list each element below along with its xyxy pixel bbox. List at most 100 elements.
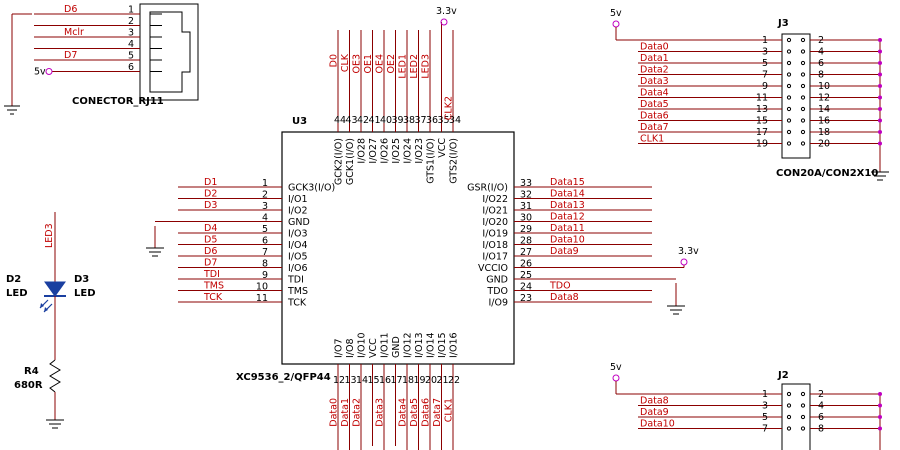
u3-pin-number: 24 bbox=[520, 282, 532, 293]
u3-net-label: CLK bbox=[340, 53, 351, 72]
u3-pin-number: 27 bbox=[520, 247, 532, 258]
u3-net-label: D0 bbox=[329, 54, 340, 67]
j3-pin-number: 16 bbox=[818, 116, 830, 127]
u3-pin-name: I/O27 bbox=[368, 138, 379, 164]
j3-pin-number: 4 bbox=[818, 47, 824, 58]
rj11-net-label: D7 bbox=[64, 50, 77, 61]
u3-net-label: D4 bbox=[204, 223, 217, 234]
j3-pin-number: 13 bbox=[756, 104, 768, 115]
rj11-jack-outline bbox=[149, 11, 191, 93]
u3-net-label: Data5 bbox=[409, 398, 420, 427]
u3-pin-name: TDI bbox=[287, 275, 304, 286]
u3-pin-name: I/O19 bbox=[482, 229, 508, 240]
u3-pin-number: 16 bbox=[379, 375, 391, 386]
j3-net-label: Data7 bbox=[640, 122, 669, 133]
u3-pin-number: 36 bbox=[426, 115, 438, 126]
u3-pin-name: GND bbox=[486, 275, 508, 286]
u3-pin-name: I/O25 bbox=[391, 138, 402, 164]
j2-pin-number: 1 bbox=[762, 389, 768, 400]
u3-pin-name: GCK2(I/O) bbox=[334, 138, 345, 185]
u3-pin-number: 18 bbox=[402, 375, 414, 386]
u3-pin-number: 37 bbox=[415, 115, 427, 126]
u3-net-label: LED2 bbox=[409, 54, 420, 79]
u3-pin-name: GCK3(I/O) bbox=[288, 183, 335, 194]
u3-net-label: Data9 bbox=[550, 246, 579, 257]
ground-symbol-u3-left bbox=[146, 226, 164, 257]
u3-pin-name: I/O22 bbox=[482, 194, 508, 205]
u3-pin-number: 1 bbox=[262, 178, 268, 189]
u3-pin-name: I/O14 bbox=[426, 332, 437, 358]
rj11-label: CONECTOR_RJ11 bbox=[72, 96, 164, 107]
u3-pin-name: I/O11 bbox=[380, 332, 391, 358]
u3-pin-name: VCC bbox=[368, 338, 379, 358]
led-circuit: LED3 D2 LED D3 LED R4 680R bbox=[6, 212, 96, 429]
u3-pin-number: 19 bbox=[414, 375, 426, 386]
j2-pin-number: 2 bbox=[818, 389, 824, 400]
u3-pin-number: 30 bbox=[520, 213, 532, 224]
j3-net-label: Data0 bbox=[640, 42, 669, 53]
u3-net-label: OE4 bbox=[375, 54, 386, 74]
j2-power-label: 5v bbox=[610, 362, 622, 373]
u3-pin-number: 5 bbox=[262, 224, 268, 235]
u3-pin-name: I/O26 bbox=[380, 138, 391, 164]
u3-pin-name: GCK1(I/O) bbox=[345, 138, 356, 185]
j3-net-label: Data1 bbox=[640, 53, 669, 64]
u3-net-label: OE3 bbox=[352, 54, 363, 74]
led-d3-ref: D3 bbox=[74, 274, 89, 285]
u3-net-label: Data3 bbox=[375, 398, 386, 427]
j3-pin-number: 20 bbox=[818, 139, 830, 150]
j3-net-label: Data4 bbox=[640, 88, 669, 99]
u3-pin-number: 38 bbox=[403, 115, 415, 126]
u3-body bbox=[281, 131, 515, 365]
vcc-right-label: 3.3v bbox=[678, 246, 699, 257]
j2-body bbox=[781, 383, 811, 450]
u3-pin-number: 9 bbox=[262, 270, 268, 281]
u3-net-label: Data4 bbox=[398, 398, 409, 427]
rj11-pin-1: 1D6 bbox=[34, 4, 162, 16]
j2-net-label: Data9 bbox=[640, 407, 669, 418]
u3-pin-name: I/O15 bbox=[437, 332, 448, 358]
u3-net-label: LED3 bbox=[421, 54, 432, 79]
rj11-pin-number: 5 bbox=[128, 51, 134, 62]
u3-pin-number: 7 bbox=[262, 247, 268, 258]
u3-pin-number: 6 bbox=[262, 236, 268, 247]
u3-pin-number: 41 bbox=[369, 115, 381, 126]
u3-pin-name: I/O9 bbox=[488, 298, 508, 309]
j2-pin-number: 8 bbox=[818, 424, 824, 435]
j2-pin-number: 7 bbox=[762, 424, 768, 435]
u3-pin-name: GSR(I/O) bbox=[467, 183, 508, 194]
u3-pin-name: VCC bbox=[437, 138, 448, 158]
u3-pin-number: 43 bbox=[346, 115, 358, 126]
u3-pin-number: 26 bbox=[520, 259, 532, 270]
u3-pin-name: I/O2 bbox=[288, 206, 308, 217]
j3-pin-number: 11 bbox=[756, 93, 768, 104]
u3-pin-number: 40 bbox=[380, 115, 392, 126]
j3-pin-number: 18 bbox=[818, 127, 830, 138]
u3-pin-number: 14 bbox=[356, 375, 368, 386]
